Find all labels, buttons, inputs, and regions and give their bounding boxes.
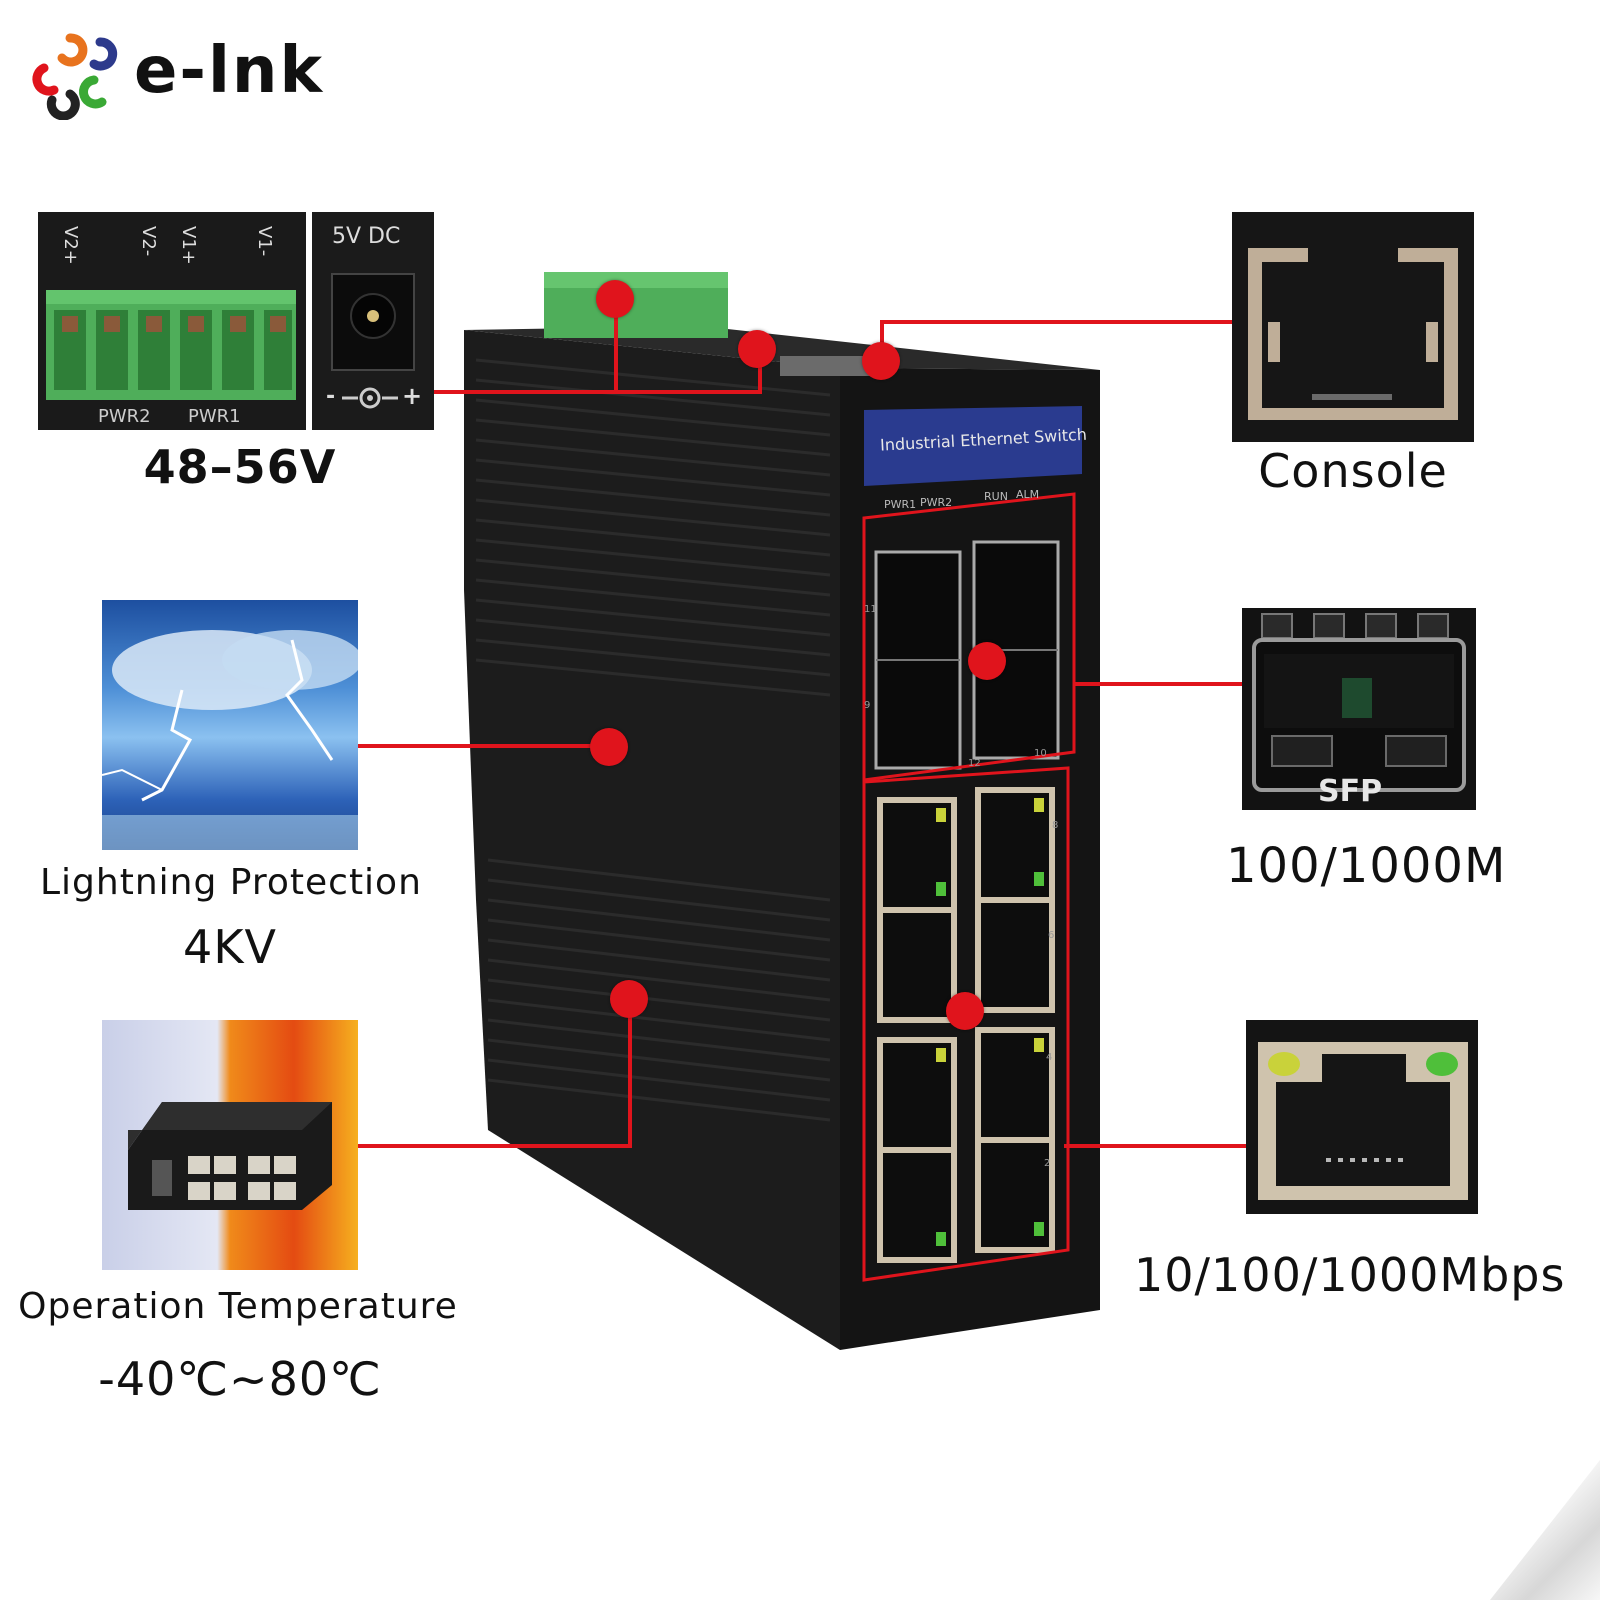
callout-line-temp-h bbox=[358, 1144, 632, 1148]
callout-dot-sfp bbox=[968, 642, 1006, 680]
callout-line-console-v bbox=[880, 320, 884, 362]
sfp-port-number-11: 11 bbox=[864, 604, 877, 615]
callout-dot-lightning bbox=[590, 728, 628, 766]
power-caption: 48–56V bbox=[143, 440, 337, 494]
terminal-label-v2minus: V2- bbox=[138, 226, 159, 257]
lightning-caption-line2: 4KV bbox=[183, 920, 277, 974]
led-label-alm: ALM bbox=[1016, 488, 1040, 501]
callout-dot-rj45 bbox=[946, 992, 984, 1030]
terminal-label-v1plus: V1+ bbox=[178, 226, 199, 265]
console-port-icon bbox=[1248, 248, 1458, 420]
brand-name: e-lnk bbox=[134, 34, 325, 108]
page-curl-decoration bbox=[1490, 1460, 1600, 1600]
brand-logo: e-lnk bbox=[22, 20, 342, 120]
sfp-cage-icon bbox=[1252, 613, 1466, 792]
temperature-photo bbox=[102, 1020, 358, 1270]
callout-line-console-h bbox=[880, 320, 1232, 324]
rj45-port-number-2: 2 bbox=[1044, 1158, 1051, 1169]
sfp-badge: SFP bbox=[1318, 774, 1383, 809]
terminal-group-label-pwr2: PWR2 bbox=[98, 406, 151, 427]
callout-line-power-v2 bbox=[758, 350, 762, 394]
callout-dot-dc-jack bbox=[738, 330, 776, 368]
lightning-photo bbox=[102, 600, 358, 850]
brand-logo-icon bbox=[32, 33, 118, 120]
lightning-caption-line1: Lightning Protection bbox=[40, 862, 422, 903]
sfp-port-number-12: 12 bbox=[968, 758, 981, 769]
callout-line-rj45 bbox=[1064, 1144, 1246, 1148]
ethernet-switch-device bbox=[464, 272, 1100, 1350]
rj45-caption: 10/100/1000Mbps bbox=[1134, 1248, 1566, 1302]
polarity-minus: - bbox=[326, 384, 336, 409]
callout-line-lightning bbox=[358, 744, 610, 748]
led-label-run: RUN bbox=[984, 490, 1008, 503]
terminal-label-v1minus: V1- bbox=[254, 226, 275, 257]
led-label-pwr2: PWR2 bbox=[920, 496, 953, 509]
sfp-port-number-9: 9 bbox=[864, 700, 871, 711]
callout-dot-terminal bbox=[596, 280, 634, 318]
callout-line-sfp bbox=[1074, 682, 1242, 686]
dc-jack-photo: 5V DC - + bbox=[312, 212, 434, 430]
terminal-group-label-pwr1: PWR1 bbox=[188, 406, 241, 427]
dc-label: 5V DC bbox=[332, 224, 401, 249]
lightning-bolt-icon bbox=[102, 630, 358, 850]
callout-dot-temperature bbox=[610, 980, 648, 1018]
callout-line-power-v1 bbox=[614, 298, 618, 392]
sfp-cage-photo: SFP bbox=[1242, 608, 1476, 810]
callout-line-power-h bbox=[434, 390, 760, 394]
rj45-port-icon bbox=[1258, 1042, 1468, 1200]
power-terminal-photo: V2+ V2- V1+ V1- PWR2 PWR1 bbox=[38, 212, 306, 430]
temperature-caption-line2: -40℃~80℃ bbox=[98, 1352, 382, 1406]
sfp-caption: 100/1000M bbox=[1226, 838, 1507, 894]
callout-dot-console bbox=[862, 342, 900, 380]
terminal-label-v2plus: V2+ bbox=[60, 226, 81, 265]
console-caption: Console bbox=[1258, 444, 1448, 498]
polarity-plus: + bbox=[402, 382, 423, 410]
sfp-port-number-10: 10 bbox=[1034, 748, 1047, 759]
rj45-port-number-6: 6 bbox=[1048, 930, 1055, 941]
rj45-port-number-4: 4 bbox=[1046, 1052, 1053, 1063]
led-label-pwr1: PWR1 bbox=[884, 498, 917, 511]
mini-switch-icon bbox=[128, 1102, 332, 1210]
dc-jack-icon bbox=[331, 273, 415, 409]
temperature-caption-line1: Operation Temperature bbox=[18, 1286, 458, 1327]
rj45-port-number-8: 8 bbox=[1052, 820, 1059, 831]
console-port-photo bbox=[1232, 212, 1474, 442]
rj45-port-photo bbox=[1246, 1020, 1478, 1214]
callout-line-temp-v bbox=[628, 1000, 632, 1148]
